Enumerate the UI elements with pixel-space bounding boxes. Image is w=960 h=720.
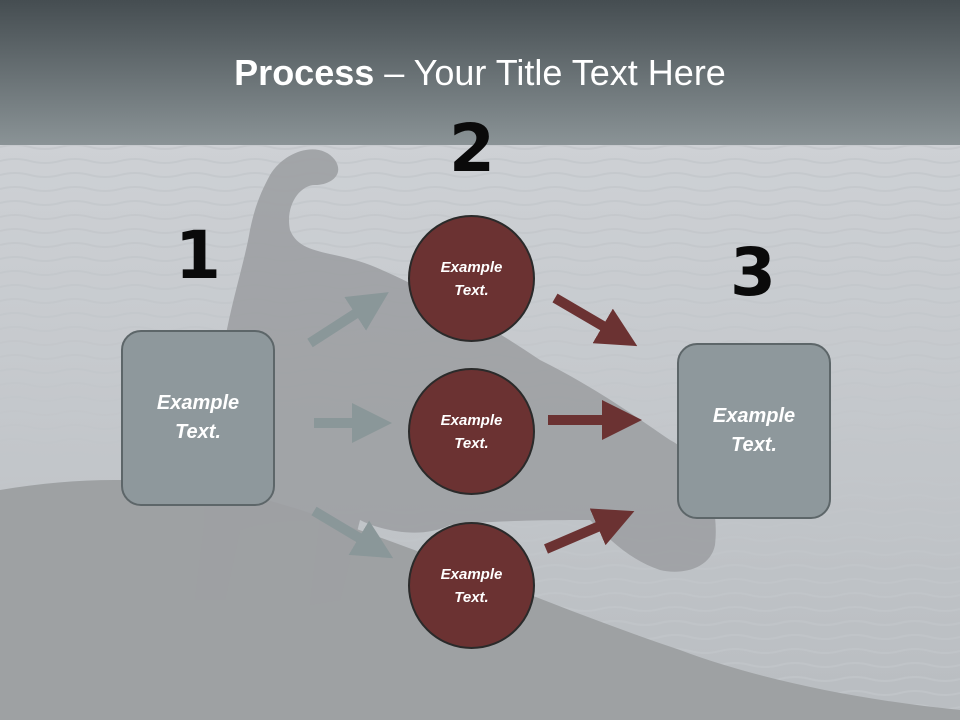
step-number-3: 3 xyxy=(730,234,776,311)
title-rest: – Your Title Text Here xyxy=(374,52,726,93)
left-box-text: Example Text. xyxy=(156,392,240,443)
arrow-top-to-right xyxy=(552,293,638,347)
circle-bottom-text: Example Text. xyxy=(440,565,503,606)
circle-top-text: Example Text. xyxy=(440,258,503,299)
left-box: Example Text. xyxy=(121,330,275,506)
circle-middle-text: Example Text. xyxy=(440,411,503,452)
arrow-left-to-bottom xyxy=(311,506,394,559)
arrow-bottom-to-right xyxy=(544,508,635,554)
circle-middle: Example Text. xyxy=(408,368,535,495)
circle-bottom: Example Text. xyxy=(408,522,535,649)
slide-title: Process – Your Title Text Here xyxy=(0,52,960,94)
circle-top: Example Text. xyxy=(408,215,535,342)
title-bold: Process xyxy=(234,52,375,93)
arrow-left-to-top xyxy=(307,292,389,348)
step-number-1: 1 xyxy=(175,217,221,294)
title-bar xyxy=(0,0,960,145)
right-box: Example Text. xyxy=(677,343,831,519)
right-box-text: Example Text. xyxy=(712,405,796,456)
step-number-2: 2 xyxy=(449,110,495,187)
